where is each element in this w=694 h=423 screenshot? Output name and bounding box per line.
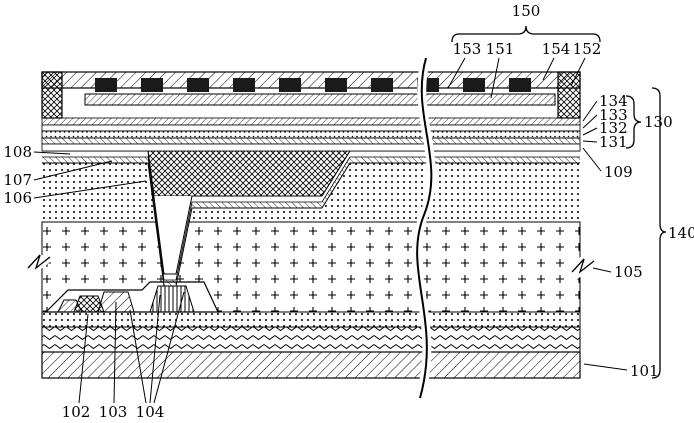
label-152: 152 bbox=[573, 40, 602, 58]
leader-133 bbox=[582, 114, 598, 129]
label-108: 108 bbox=[3, 143, 32, 161]
brace-150 bbox=[451, 25, 601, 43]
encapsulation-150 bbox=[41, 71, 581, 119]
label-151: 151 bbox=[486, 40, 515, 58]
label-153: 153 bbox=[453, 40, 482, 58]
label-132: 132 bbox=[599, 119, 628, 137]
barrier-chevron-layer bbox=[41, 326, 581, 353]
label-106: 106 bbox=[3, 189, 32, 207]
spacer-blocks-153 bbox=[95, 78, 531, 92]
leader-104b bbox=[149, 294, 161, 404]
brace-130 bbox=[625, 95, 642, 149]
leader-101 bbox=[583, 363, 628, 371]
tft-electrode-block bbox=[149, 285, 195, 313]
leader-152 bbox=[570, 57, 586, 87]
label-131: 131 bbox=[599, 133, 628, 151]
label-104: 104 bbox=[136, 403, 165, 421]
leader-106 bbox=[33, 180, 147, 199]
leader-132 bbox=[582, 127, 598, 136]
electrode-layers-107-108 bbox=[42, 150, 580, 287]
substrate-101-layer bbox=[41, 351, 581, 379]
insulating-106-layer bbox=[42, 163, 580, 223]
section-break-line bbox=[412, 56, 436, 400]
buffer-dotted-layer bbox=[41, 311, 581, 328]
leader-102 bbox=[78, 313, 89, 404]
film-layer-151 bbox=[84, 93, 556, 106]
annotations: 150 153 151 154 152 134 133 132 131 130 … bbox=[3, 2, 694, 421]
emission-region bbox=[147, 150, 351, 197]
label-140: 140 bbox=[668, 224, 694, 242]
thin-film-stack-130 bbox=[41, 117, 581, 152]
leader-103 bbox=[113, 301, 117, 404]
label-103: 103 bbox=[99, 403, 128, 421]
label-134: 134 bbox=[599, 92, 628, 110]
label-154: 154 bbox=[542, 40, 571, 58]
leader-151 bbox=[490, 57, 500, 99]
leader-109 bbox=[582, 147, 602, 172]
label-107: 107 bbox=[3, 171, 32, 189]
layer-109 bbox=[41, 143, 581, 152]
label-133: 133 bbox=[599, 106, 628, 124]
tft-structure bbox=[44, 281, 219, 313]
leader-154 bbox=[542, 57, 555, 81]
leader-104c bbox=[153, 291, 185, 404]
layer-133 bbox=[41, 124, 581, 132]
brace-140 bbox=[651, 87, 667, 379]
layer-134 bbox=[41, 117, 581, 126]
via-hole bbox=[154, 196, 192, 274]
leader-104a bbox=[129, 309, 147, 404]
encap-left-wall bbox=[41, 71, 63, 119]
leader-131 bbox=[582, 140, 598, 143]
encap-right-wall bbox=[557, 71, 581, 119]
label-109: 109 bbox=[604, 163, 633, 181]
break-marks bbox=[25, 252, 597, 284]
encap-top-plate-152 bbox=[41, 71, 581, 89]
layer-131 bbox=[41, 137, 581, 145]
layer-132 bbox=[41, 130, 581, 139]
leader-105 bbox=[592, 267, 612, 273]
leader-108 bbox=[33, 151, 71, 155]
leader-134 bbox=[582, 100, 598, 122]
leader-153 bbox=[447, 57, 466, 89]
leader-107 bbox=[33, 160, 113, 181]
tft-gate-block bbox=[73, 295, 105, 313]
label-102: 102 bbox=[62, 403, 91, 421]
label-130: 130 bbox=[644, 113, 673, 131]
label-101: 101 bbox=[630, 362, 659, 380]
label-105: 105 bbox=[614, 263, 643, 281]
label-150: 150 bbox=[512, 2, 541, 20]
